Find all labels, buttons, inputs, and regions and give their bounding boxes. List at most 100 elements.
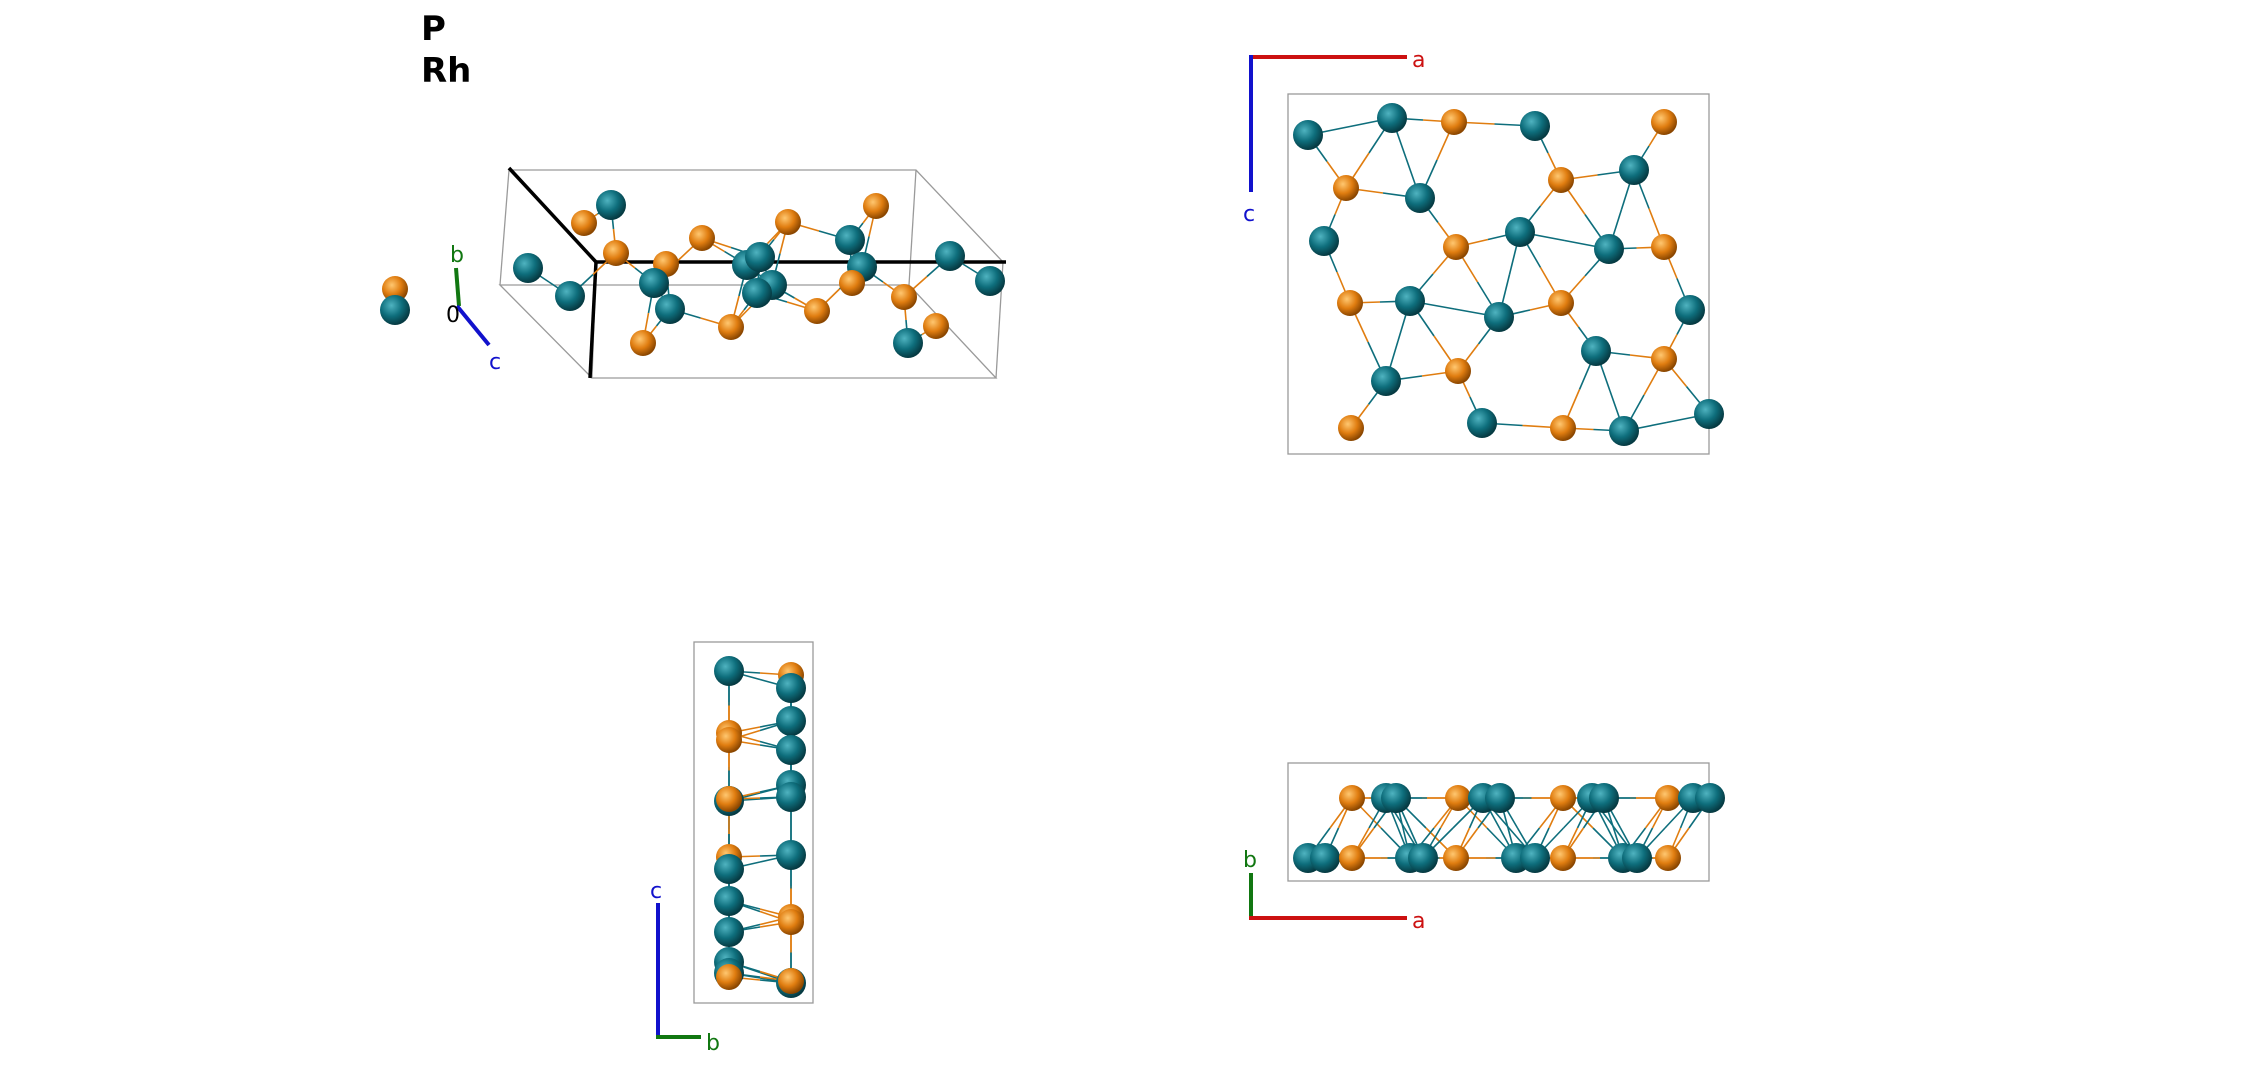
rhodium-atom bbox=[742, 278, 772, 308]
projection-ab-panel: b a bbox=[1243, 762, 1725, 934]
rhodium-atom bbox=[714, 886, 744, 916]
phosphorus-atom bbox=[1443, 845, 1469, 871]
phosphorus-atom bbox=[1441, 109, 1467, 135]
axes-triad-ac: a c bbox=[1243, 48, 1425, 227]
rhodium-atom bbox=[639, 268, 669, 298]
rhodium-atom bbox=[776, 735, 806, 765]
phosphorus-atom bbox=[1445, 785, 1471, 811]
rhodium-atom bbox=[513, 253, 543, 283]
phosphorus-atom bbox=[839, 270, 865, 296]
phosphorus-atom bbox=[778, 968, 804, 994]
phosphorus-atom bbox=[1550, 785, 1576, 811]
axis-label-b: b bbox=[706, 1031, 720, 1056]
rhodium-atom bbox=[1309, 226, 1339, 256]
phosphorus-atom bbox=[1548, 290, 1574, 316]
rhodium-atom bbox=[835, 225, 865, 255]
phosphorus-atom bbox=[804, 298, 830, 324]
rhodium-atom bbox=[596, 190, 626, 220]
rhodium-atom bbox=[1310, 843, 1340, 873]
phosphorus-atom bbox=[716, 964, 742, 990]
axes-triad-perspective: b c 0 bbox=[446, 243, 501, 375]
rhodium-atom bbox=[1381, 783, 1411, 813]
rhodium-atom bbox=[1594, 234, 1624, 264]
phosphorus-atom bbox=[1550, 845, 1576, 871]
rhodium-atom bbox=[776, 840, 806, 870]
projection-ac-panel: a c bbox=[1243, 48, 1724, 455]
atoms-ab bbox=[1293, 783, 1725, 873]
unit-cell-ac bbox=[1287, 93, 1710, 455]
phosphorus-atom bbox=[571, 210, 597, 236]
legend-rhodium: Rh bbox=[421, 51, 471, 91]
rhodium-atom bbox=[1467, 408, 1497, 438]
rhodium-atom bbox=[1484, 302, 1514, 332]
phosphorus-atom bbox=[1339, 845, 1365, 871]
axis-label-c: c bbox=[489, 350, 501, 375]
unit-cell-bc bbox=[693, 641, 814, 1004]
rhodium-atom bbox=[935, 241, 965, 271]
phosphorus-atom bbox=[603, 240, 629, 266]
axis-label-a: a bbox=[1412, 48, 1425, 73]
phosphorus-atom bbox=[891, 284, 917, 310]
rhodium-atom bbox=[776, 782, 806, 812]
rhodium-atom bbox=[1505, 217, 1535, 247]
rhodium-atom bbox=[776, 673, 806, 703]
phosphorus-atom bbox=[689, 225, 715, 251]
atoms-bc bbox=[714, 656, 806, 998]
rhodium-atom bbox=[1485, 783, 1515, 813]
atoms-perspective bbox=[380, 190, 1005, 358]
bonds-perspective bbox=[394, 204, 991, 344]
phosphorus-atom bbox=[716, 786, 742, 812]
rhodium-atom bbox=[1675, 295, 1705, 325]
rhodium-atom bbox=[714, 656, 744, 686]
phosphorus-atom bbox=[923, 313, 949, 339]
rhodium-atom bbox=[893, 328, 923, 358]
axes-triad-bc: c b bbox=[650, 879, 720, 1056]
phosphorus-atom bbox=[630, 330, 656, 356]
phosphorus-atom bbox=[718, 314, 744, 340]
atoms-ac bbox=[1293, 103, 1724, 446]
rhodium-atom bbox=[1405, 183, 1435, 213]
phosphorus-atom bbox=[1651, 346, 1677, 372]
axis-label-b: b bbox=[1243, 848, 1257, 873]
axis-label-c: c bbox=[1243, 202, 1255, 227]
rhodium-atom bbox=[1395, 286, 1425, 316]
rhodium-atom bbox=[714, 917, 744, 947]
rhodium-atom bbox=[1694, 399, 1724, 429]
rhodium-atom bbox=[714, 854, 744, 884]
rhodium-atom bbox=[975, 266, 1005, 296]
perspective-view-panel: b c 0 bbox=[380, 166, 1006, 379]
unit-cell-ab bbox=[1287, 762, 1710, 882]
phosphorus-atom bbox=[382, 276, 408, 302]
phosphorus-atom bbox=[1548, 167, 1574, 193]
projection-bc-panel: c b bbox=[650, 641, 814, 1056]
rhodium-atom bbox=[1408, 843, 1438, 873]
rhodium-atom bbox=[1609, 416, 1639, 446]
bonds-ac bbox=[1307, 117, 1710, 432]
phosphorus-atom bbox=[863, 193, 889, 219]
rhodium-atom bbox=[380, 295, 410, 325]
phosphorus-atom bbox=[1550, 415, 1576, 441]
axes-triad-ab: b a bbox=[1243, 848, 1425, 934]
phosphorus-atom bbox=[1339, 785, 1365, 811]
rhodium-atom bbox=[1371, 366, 1401, 396]
element-legend: P Rh bbox=[421, 9, 471, 91]
phosphorus-atom bbox=[716, 727, 742, 753]
phosphorus-atom bbox=[778, 909, 804, 935]
axis-label-c: c bbox=[650, 879, 662, 904]
rhodium-atom bbox=[1293, 120, 1323, 150]
rhodium-atom bbox=[1695, 783, 1725, 813]
phosphorus-atom bbox=[1443, 234, 1469, 260]
phosphorus-atom bbox=[1655, 785, 1681, 811]
rhodium-atom bbox=[1619, 155, 1649, 185]
rhodium-atom bbox=[1581, 336, 1611, 366]
rhodium-atom bbox=[1520, 843, 1550, 873]
axis-label-a: a bbox=[1412, 909, 1425, 934]
phosphorus-atom bbox=[1651, 234, 1677, 260]
rhodium-atom bbox=[776, 706, 806, 736]
rhodium-atom bbox=[655, 294, 685, 324]
phosphorus-atom bbox=[1338, 415, 1364, 441]
rhodium-atom bbox=[1589, 783, 1619, 813]
phosphorus-atom bbox=[1655, 845, 1681, 871]
rhodium-atom bbox=[1622, 843, 1652, 873]
